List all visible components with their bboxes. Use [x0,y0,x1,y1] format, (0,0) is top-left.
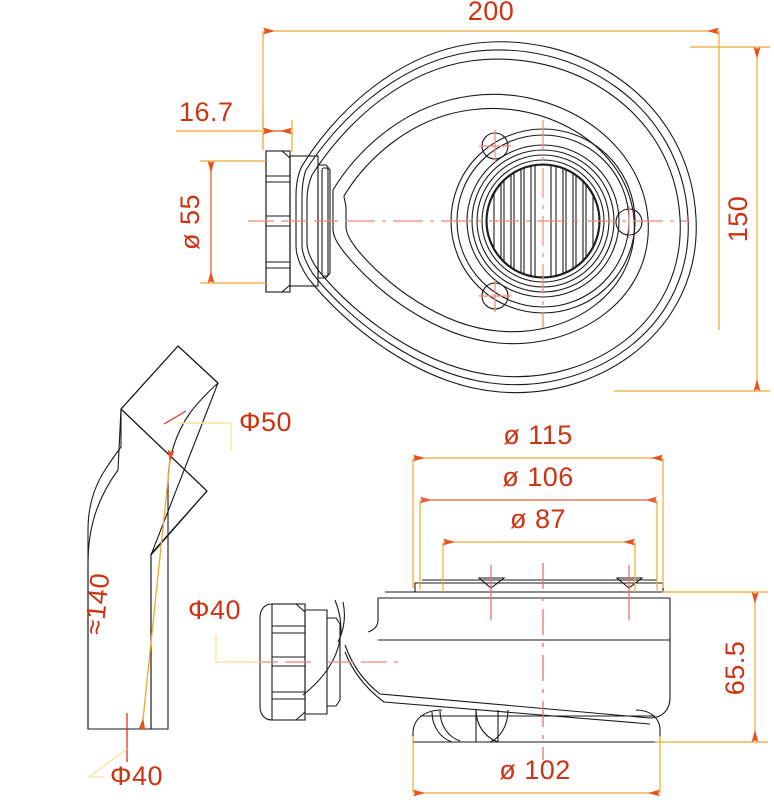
dimension-pipe-upper-diameter: Φ50 [178,407,292,451]
dimension-grate-diameter: ø 87 [442,504,636,592]
body-outline [295,41,697,394]
dimension-label-phi50: Φ50 [239,407,292,437]
body-section [302,591,671,743]
dimension-ring-diameter: ø 106 [419,462,658,590]
dimension-outlet-diameter: ø 55 [175,160,266,284]
pipe-centerlines [126,410,187,762]
dimension-label-d106: ø 106 [502,462,574,492]
dimension-label-phi40-side: Φ40 [188,595,241,625]
top-view: 200 16.7 150 ø 55 [175,0,770,394]
centerlines [248,120,690,328]
dimension-pipe-length: ≈140 [79,449,175,731]
pipe-body [87,345,219,730]
dimension-label-16-7: 16.7 [179,97,234,127]
dimension-flange-offset: 16.7 [176,97,293,152]
dimension-inlet-diameter: Φ40 [188,595,260,663]
dimension-label-d115: ø 115 [503,420,573,450]
side-centerlines [252,563,630,760]
dimension-pipe-lower-diameter: Φ40 [88,748,163,791]
dimension-cover-diameter: ø 115 [412,420,664,588]
dimension-label-200: 200 [468,0,515,26]
bent-pipe-view: Φ50 ≈140 Φ40 [79,345,292,791]
side-section-view: ø 115 ø 106 ø 87 65.5 [188,420,768,797]
dimension-label-d87: ø 87 [510,504,566,534]
dimension-label-150: 150 [723,196,753,243]
cover-plate [414,577,664,593]
pipe-outline [87,345,219,730]
dimension-label-d55: ø 55 [175,194,205,250]
dimension-overall-height: 150 [614,46,770,392]
dimension-label-65-5: 65.5 [720,641,750,696]
dimension-label-140: ≈140 [79,571,115,636]
dimension-body-diameter: ø 102 [412,736,661,797]
dimension-label-phi40-bottom: Φ40 [110,761,163,791]
dimension-body-height: 65.5 [655,591,768,743]
dimension-label-d102: ø 102 [499,755,571,785]
